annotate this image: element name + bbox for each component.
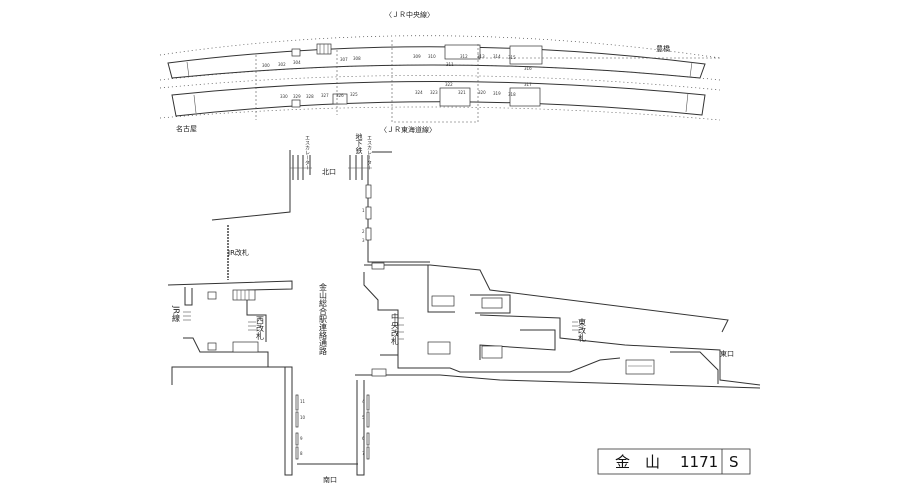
- svg-text:2: 2: [362, 229, 365, 234]
- svg-text:6: 6: [362, 436, 365, 441]
- svg-text:327: 327: [321, 93, 329, 98]
- svg-text:308: 308: [353, 56, 361, 61]
- svg-text:316: 316: [524, 66, 532, 71]
- connecting-passage-label: 金山総合駅連絡通路: [319, 282, 328, 355]
- station-code: 1171: [680, 453, 718, 471]
- central-east-concourse: [355, 262, 761, 476]
- svg-text:304: 304: [293, 60, 301, 65]
- svg-text:5: 5: [362, 415, 365, 420]
- svg-text:10: 10: [300, 415, 306, 420]
- platform-upper: [167, 43, 706, 79]
- svg-text:300: 300: [262, 63, 270, 68]
- svg-text:323: 323: [430, 90, 438, 95]
- svg-text:309: 309: [413, 54, 421, 59]
- svg-text:312: 312: [460, 54, 468, 59]
- nagoya-direction: 名古屋: [176, 124, 197, 133]
- east-exit-label: 東口: [720, 349, 734, 358]
- west-gate-label: 西改札: [256, 316, 265, 341]
- svg-text:310: 310: [428, 54, 436, 59]
- svg-text:318: 318: [508, 92, 516, 97]
- svg-text:329: 329: [293, 94, 301, 99]
- tokaido-line-label: 〈ＪＲ東海道線〉: [380, 125, 436, 134]
- platform-lower: [171, 81, 706, 117]
- svg-text:313: 313: [477, 54, 485, 59]
- svg-text:317: 317: [524, 82, 532, 87]
- rail-tracks: [159, 35, 721, 121]
- subway-label: 地下鉄: [355, 132, 363, 155]
- escalator-left-label: エスカレーター: [304, 135, 310, 170]
- jr-line-label: JR線: [172, 305, 181, 322]
- svg-text:11: 11: [300, 399, 306, 404]
- svg-text:325: 325: [350, 92, 358, 97]
- svg-text:3: 3: [362, 238, 365, 243]
- svg-text:319: 319: [493, 91, 501, 96]
- escalator-right-label: エスカレーター: [366, 135, 372, 170]
- chuo-line-label: 〈ＪＲ中央線〉: [385, 10, 434, 19]
- east-gate-label: 東改札: [578, 317, 587, 343]
- svg-text:321: 321: [458, 90, 466, 95]
- svg-text:315: 315: [508, 55, 516, 60]
- svg-text:330: 330: [280, 94, 288, 99]
- svg-text:4: 4: [362, 399, 365, 404]
- svg-text:302: 302: [278, 62, 286, 67]
- svg-text:8: 8: [300, 451, 303, 456]
- north-exit-label: 北口: [322, 168, 336, 176]
- jr-gate-label: JR改札: [227, 248, 249, 257]
- south-exit-label: 南口: [323, 475, 337, 484]
- station-letter: S: [729, 453, 739, 471]
- svg-text:7: 7: [362, 451, 365, 456]
- svg-text:326: 326: [336, 93, 344, 98]
- svg-text:307: 307: [340, 57, 348, 62]
- svg-text:324: 324: [415, 90, 423, 95]
- jr-west-area: [167, 225, 293, 476]
- svg-text:1: 1: [362, 208, 365, 213]
- upper-platform-numbers: 300 302 304 307 308 309 310 311 312 313 …: [262, 54, 532, 71]
- north-exit-area: 1 2 3: [211, 150, 430, 263]
- svg-text:320: 320: [478, 90, 486, 95]
- station-title-box: 金 山 1171 S: [597, 448, 751, 475]
- south-passage: 11 10 9 8 4 5 6 7: [295, 394, 370, 465]
- station-name: 金 山: [615, 453, 660, 471]
- svg-text:328: 328: [306, 94, 314, 99]
- svg-text:9: 9: [300, 436, 303, 441]
- svg-text:322: 322: [445, 82, 453, 87]
- svg-text:314: 314: [493, 54, 501, 59]
- svg-text:311: 311: [446, 62, 454, 67]
- central-gate-label: 中央改札: [391, 312, 400, 346]
- toyohashi-direction: 豊橋: [656, 44, 670, 53]
- lower-platform-numbers: 330 329 328 327 326 325 324 323 322 321 …: [280, 82, 532, 99]
